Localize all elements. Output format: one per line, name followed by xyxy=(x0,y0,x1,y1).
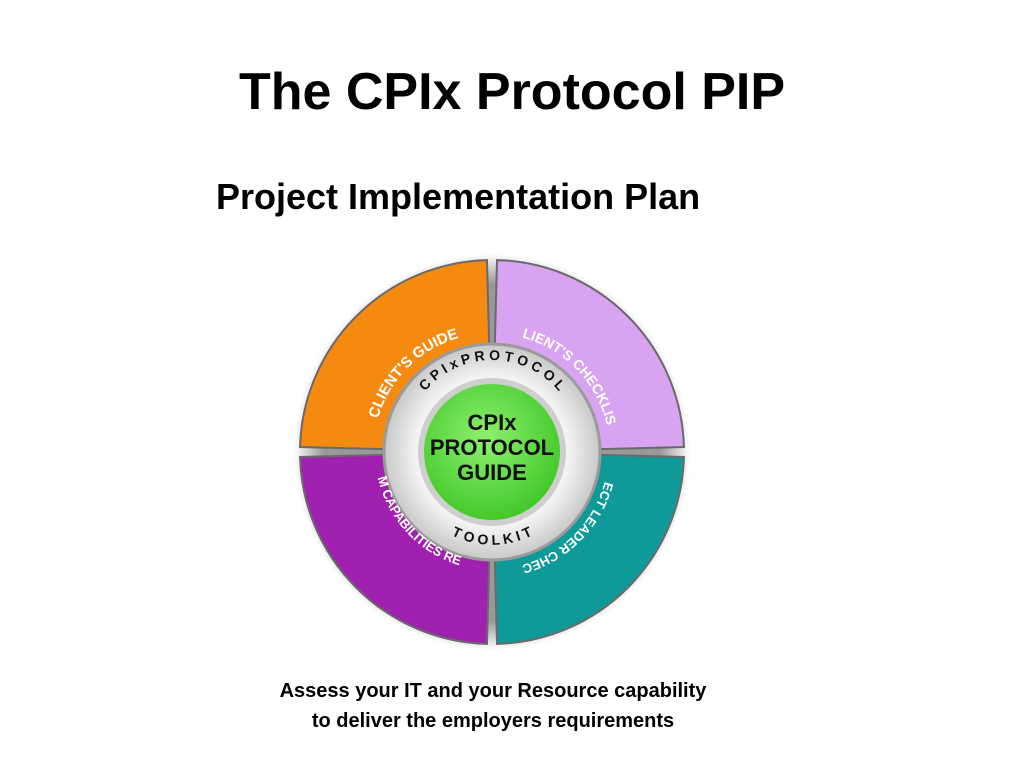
caption-line-2: to deliver the employers requirements xyxy=(311,710,675,732)
wheel-svg: CLIENT'S GUIDE CLIENT'S CHECKLIST PROJEC… xyxy=(286,239,690,650)
slide-caption: Assess your IT and your Resource capabil… xyxy=(0,676,986,736)
center-line-3: GUIDE xyxy=(457,460,527,485)
slide-title: The CPIx Protocol PIP xyxy=(238,63,786,121)
caption-line-1: Assess your IT and your Resource capabil… xyxy=(279,680,707,702)
center-line-2: PROTOCOL xyxy=(430,435,554,460)
center-disc xyxy=(424,384,560,520)
slide-subtitle: Project Implementation Plan xyxy=(216,176,701,217)
wheel-segments xyxy=(299,259,685,645)
cpix-protocol-wheel: CLIENT'S GUIDE CLIENT'S CHECKLIST PROJEC… xyxy=(286,239,692,652)
center-line-1: CPIx xyxy=(468,410,518,435)
